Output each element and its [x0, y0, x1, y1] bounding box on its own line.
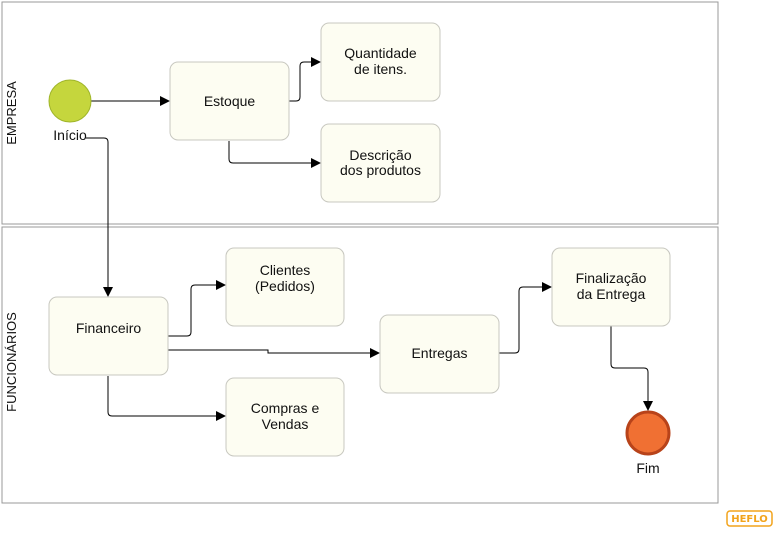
- flow-start-to-financeiro: [86, 137, 113, 297]
- task-finalizacao-line1: Finalização: [576, 270, 647, 286]
- task-compras-line1: Compras e: [251, 400, 320, 416]
- task-descricao-line1: Descrição: [349, 147, 411, 163]
- task-financeiro-line1: Financeiro: [76, 320, 142, 336]
- task-compras-line2: Vendas: [262, 416, 309, 432]
- task-quantidade[interactable]: Quantidade de itens.: [320, 22, 441, 102]
- task-descricao[interactable]: Descrição dos produtos: [320, 123, 441, 203]
- lane-label-funcionarios: FUNCIONÁRIOS: [4, 312, 19, 412]
- start-event-label: Início: [53, 127, 87, 143]
- task-financeiro[interactable]: Financeiro: [48, 296, 169, 376]
- flow-financeiro-to-compras: [107, 376, 226, 421]
- task-finalizacao-line2: da Entrega: [577, 286, 646, 302]
- lane-label-empresa: EMPRESA: [4, 81, 19, 145]
- end-event[interactable]: [625, 410, 671, 456]
- heflo-logo: HEFLO: [726, 510, 773, 527]
- end-event-label: Fim: [636, 460, 659, 476]
- task-finalizacao[interactable]: Finalização da Entrega: [551, 247, 671, 327]
- flow-financeiro-to-entregas: [168, 348, 380, 358]
- task-estoque[interactable]: Estoque: [169, 61, 290, 141]
- flow-finalizacao-to-fim: [610, 326, 653, 411]
- task-compras[interactable]: Compras e Vendas: [225, 377, 345, 457]
- flow-financeiro-to-clientes: [168, 280, 226, 337]
- task-clientes[interactable]: Clientes (Pedidos): [225, 247, 345, 327]
- task-clientes-line1: Clientes: [260, 262, 311, 278]
- task-entregas-line1: Entregas: [411, 345, 467, 361]
- task-estoque-line1: Estoque: [204, 93, 256, 109]
- flow-entregas-to-finalizacao: [499, 282, 552, 354]
- flow-estoque-to-descricao: [228, 141, 321, 168]
- task-entregas[interactable]: Entregas: [379, 314, 500, 394]
- task-quantidade-line2: de itens.: [354, 61, 407, 77]
- task-quantidade-line1: Quantidade: [344, 45, 417, 61]
- heflo-logo-text: HEFLO: [731, 514, 768, 525]
- start-event[interactable]: [48, 79, 92, 123]
- task-descricao-line2: dos produtos: [340, 162, 421, 178]
- task-clientes-line2: (Pedidos): [255, 278, 315, 294]
- flow-estoque-to-quantidade: [289, 57, 321, 102]
